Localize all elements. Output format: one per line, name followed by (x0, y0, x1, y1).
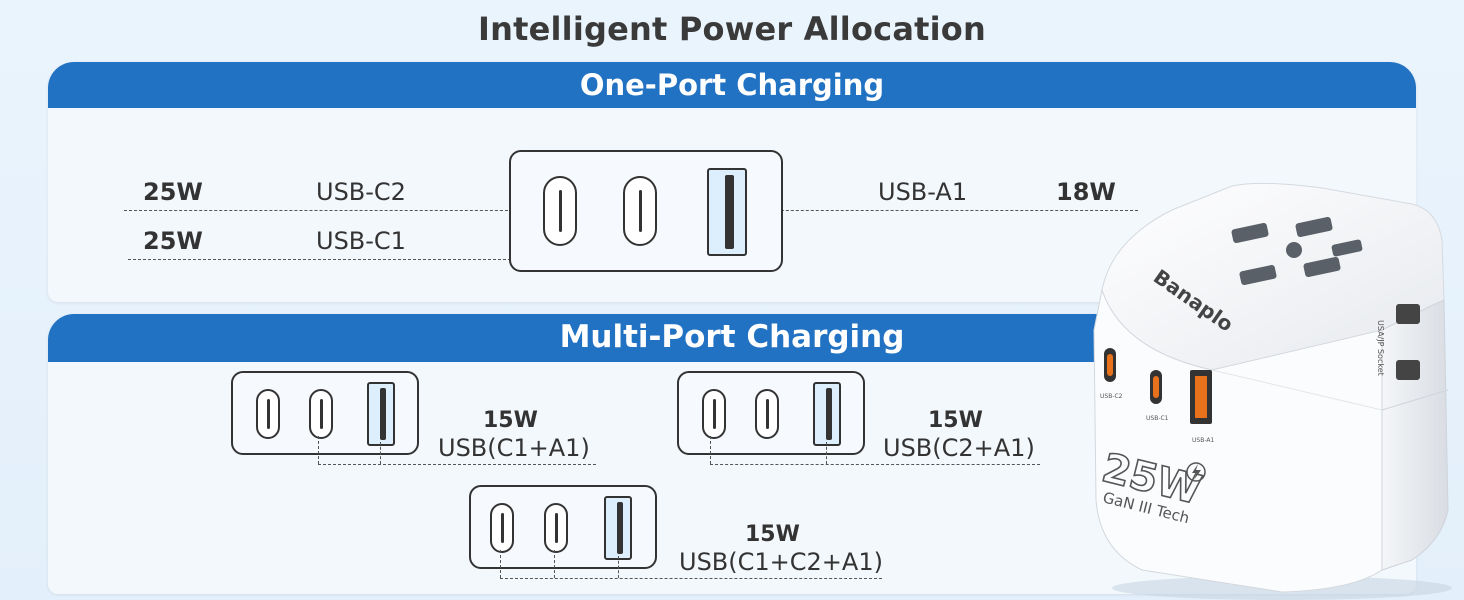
combo-watt: 15W (745, 522, 800, 547)
port-group-box (677, 371, 865, 455)
usb-a-port-icon (813, 382, 841, 446)
page-title: Intelligent Power Allocation (478, 10, 986, 48)
leader-line-c2 (124, 210, 538, 211)
lightning-icon (1186, 462, 1206, 482)
leader-line (500, 578, 882, 579)
combo-watt: 15W (483, 408, 538, 433)
port-label-a1: USB-A1 (1192, 437, 1214, 444)
watt-usb-c1: 25W (143, 227, 203, 255)
leader-line-a1 (726, 210, 1138, 211)
port-group-box (469, 485, 657, 569)
usb-c-port-icon (490, 503, 514, 553)
leader-line (380, 442, 381, 464)
leader-line (554, 550, 555, 578)
leader-line (318, 436, 319, 464)
port-group-box (509, 150, 783, 272)
usb-c-port-icon (256, 389, 280, 439)
port-label-c1: USB-C1 (1146, 415, 1169, 422)
label-usb-c1: USB-C1 (316, 227, 406, 255)
watt-usb-a1: 18W (1056, 178, 1116, 206)
leader-line (710, 436, 711, 464)
leader-line (710, 464, 1040, 465)
socket-holes-icon (1231, 216, 1363, 286)
usb-c-port-icon (544, 503, 568, 553)
combo-ports: USB(C1+C2+A1) (679, 548, 883, 576)
side-socket-label: USA/JP Socket (1376, 320, 1385, 376)
usb-c-port-icon (755, 389, 779, 439)
port-label-c2: USB-C2 (1100, 393, 1123, 400)
usb-c-port-icon (309, 389, 333, 439)
leader-line (618, 556, 619, 578)
usb-a-port-icon (707, 168, 747, 256)
usb-c-port-icon (543, 176, 577, 246)
usb-c-port-icon (623, 176, 657, 246)
usb-a-port-icon (367, 382, 395, 446)
port-group-box (231, 371, 419, 455)
label-usb-a1: USB-A1 (878, 178, 968, 206)
leader-line-c1 (128, 259, 636, 260)
leader-line (826, 442, 827, 464)
usb-c-port-icon (702, 389, 726, 439)
watt-usb-c2: 25W (143, 178, 203, 206)
label-usb-c2: USB-C2 (316, 178, 406, 206)
charger-product-image: Banaplo USB-C2 USB-C1 USB-A1 25W GaN III… (1093, 182, 1452, 600)
leader-line (318, 464, 596, 465)
combo-ports: USB(C2+A1) (883, 434, 1035, 462)
combo-ports: USB(C1+A1) (438, 434, 590, 462)
combo-watt: 15W (928, 408, 983, 433)
one-port-header: One-Port Charging (48, 62, 1416, 108)
usb-a-port-icon (604, 496, 632, 560)
leader-line (500, 550, 501, 578)
